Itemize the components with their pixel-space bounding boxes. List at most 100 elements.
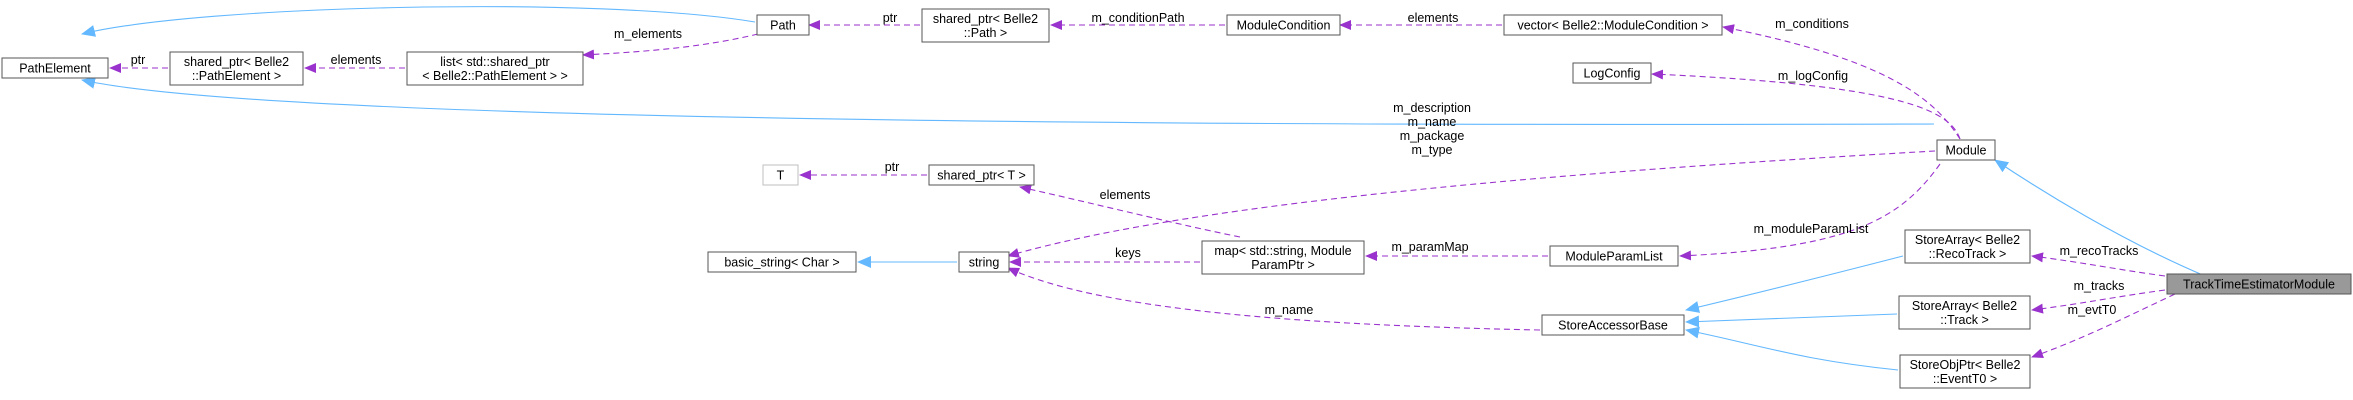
edge-label-line: m_logConfig — [1778, 69, 1848, 83]
node-label: ::Track > — [1940, 313, 1989, 327]
edge-label-line: m_conditions — [1775, 17, 1849, 31]
node-store-accessor-base[interactable]: StoreAccessorBase — [1541, 314, 1685, 336]
node-label: list< std::shared_ptr — [440, 55, 549, 69]
edge-label-ptr-2: ptr — [883, 11, 898, 25]
edge-label-line: m_description — [1393, 101, 1471, 115]
node-log-config[interactable]: LogConfig — [1572, 62, 1652, 84]
node-list-shared-ptr[interactable]: list< std::shared_ptr< Belle2::PathEleme… — [406, 51, 584, 86]
edge-storeobjptr-to-base — [1685, 326, 1899, 371]
node-shared-ptr-t[interactable]: shared_ptr< T > — [928, 164, 1035, 186]
edge-elements-map: elements — [1019, 184, 1241, 238]
node-label: TrackTimeEstimatorModule — [2183, 278, 2335, 292]
edge-label-line: m_recoTracks — [2060, 244, 2139, 258]
edge-label-line: m_paramMap — [1391, 240, 1468, 254]
node-shared-ptr-path-element[interactable]: shared_ptr< Belle2::PathElement > — [169, 51, 304, 86]
node-module-param-list[interactable]: ModuleParamList — [1549, 245, 1679, 267]
node-box — [707, 251, 857, 273]
edge-label-elements-1: elements — [331, 53, 382, 67]
node-string[interactable]: string — [958, 251, 1010, 273]
edge-label-m-name: m_name — [1265, 303, 1314, 317]
edge-label-m-condition-path: m_conditionPath — [1091, 11, 1184, 25]
edge-label-line: m_package — [1400, 129, 1465, 143]
edge-label-line: m_name — [1408, 115, 1457, 129]
node-basic-string[interactable]: basic_string< Char > — [707, 251, 857, 273]
edge-label-line: m_type — [1412, 143, 1453, 157]
edge-m-condition-path: m_conditionPath — [1050, 11, 1225, 30]
edge-label-line: ptr — [883, 11, 898, 25]
node-box — [2166, 273, 2352, 295]
node-box — [1503, 14, 1723, 36]
node-label: shared_ptr< Belle2 — [933, 12, 1038, 26]
node-label: LogConfig — [1584, 67, 1641, 81]
edge-m-tracks: m_tracks — [2031, 279, 2166, 314]
node-label: Module — [1946, 144, 1987, 158]
node-label: basic_string< Char > — [724, 256, 839, 270]
edge-label-line: m_elements — [614, 27, 682, 41]
edge-label-line: elements — [1100, 188, 1151, 202]
edge-label-keys: keys — [1115, 246, 1141, 260]
node-label: < Belle2::PathElement > > — [422, 69, 568, 83]
node-vector-module-condition[interactable]: vector< Belle2::ModuleCondition > — [1503, 14, 1723, 36]
edge-keys: keys — [1009, 246, 1200, 267]
edge-label-line: keys — [1115, 246, 1141, 260]
node-label: ::RecoTrack > — [1929, 247, 2007, 261]
edge-m-reco-tracks: m_recoTracks — [2031, 244, 2166, 277]
node-label: ModuleCondition — [1237, 19, 1331, 33]
edge-label-m-evt-t0: m_evtT0 — [2068, 303, 2117, 317]
node-label: ::Path > — [964, 26, 1007, 40]
node-path[interactable]: Path — [756, 14, 810, 36]
node-label: ::EventT0 > — [1933, 372, 1997, 386]
edge-label-m-reco-tracks: m_recoTracks — [2060, 244, 2139, 258]
edge-label-line: m_evtT0 — [2068, 303, 2117, 317]
node-label: shared_ptr< T > — [937, 169, 1026, 183]
edge-storearray-track-to-base — [1685, 313, 1898, 328]
edge-ptr-sharedptr-path: ptr — [808, 11, 920, 30]
node-module-condition[interactable]: ModuleCondition — [1226, 14, 1341, 36]
node-box — [1541, 314, 1685, 336]
node-shared-ptr-path[interactable]: shared_ptr< Belle2::Path > — [921, 8, 1050, 43]
edge-m-log-config: m_logConfig — [1651, 69, 1961, 140]
node-module[interactable]: Module — [1936, 139, 1996, 161]
node-box — [1899, 354, 2031, 389]
edge-m-elements: m_elements — [582, 27, 759, 60]
edge-elements-condition: elements — [1339, 11, 1502, 30]
node-store-obj-ptr-event-t0[interactable]: StoreObjPtr< Belle2::EventT0 > — [1899, 354, 2031, 389]
edge-label-elements-2: elements — [1408, 11, 1459, 25]
node-label: StoreObjPtr< Belle2 — [1910, 358, 2021, 372]
node-label: T — [777, 169, 785, 183]
edge-path-to-pathelement — [81, 6, 756, 37]
node-t[interactable]: T — [762, 164, 799, 186]
edge-ptr-sharedptr-pathelement: ptr — [109, 53, 168, 73]
node-box — [1898, 295, 2031, 330]
node-box — [958, 251, 1010, 273]
node-label: shared_ptr< Belle2 — [184, 55, 289, 69]
edge-m-evt-t0: m_evtT0 — [2031, 293, 2176, 359]
node-box — [1549, 245, 1679, 267]
node-box — [928, 164, 1035, 186]
node-box — [1226, 14, 1341, 36]
edge-m-conditions: m_conditions — [1722, 17, 1961, 140]
edge-m-name-store: m_name — [1007, 267, 1541, 331]
edge-ptr-t: ptr — [799, 160, 927, 180]
node-box — [406, 51, 584, 86]
node-store-array-track[interactable]: StoreArray< Belle2::Track > — [1898, 295, 2031, 330]
edge-elements-list: elements — [304, 53, 405, 73]
edge-label-elements-3: elements — [1100, 188, 1151, 202]
node-label: ParamPtr > — [1251, 258, 1315, 272]
node-box — [1904, 229, 2031, 264]
node-track-time-estimator-module[interactable]: TrackTimeEstimatorModule — [2166, 273, 2352, 295]
node-label: vector< Belle2::ModuleCondition > — [1517, 19, 1708, 33]
node-box — [1, 57, 109, 79]
edge-label-m-conditions: m_conditions — [1775, 17, 1849, 31]
node-store-array-reco-track[interactable]: StoreArray< Belle2::RecoTrack > — [1904, 229, 2031, 264]
node-path-element[interactable]: PathElement — [1, 57, 109, 79]
edge-label-line: elements — [331, 53, 382, 67]
edge-storearray-recotrack-to-base — [1685, 255, 1904, 313]
edge-label-line: m_tracks — [2074, 279, 2125, 293]
edge-m-param-map: m_paramMap — [1365, 240, 1548, 261]
edge-label-line: m_conditionPath — [1091, 11, 1184, 25]
